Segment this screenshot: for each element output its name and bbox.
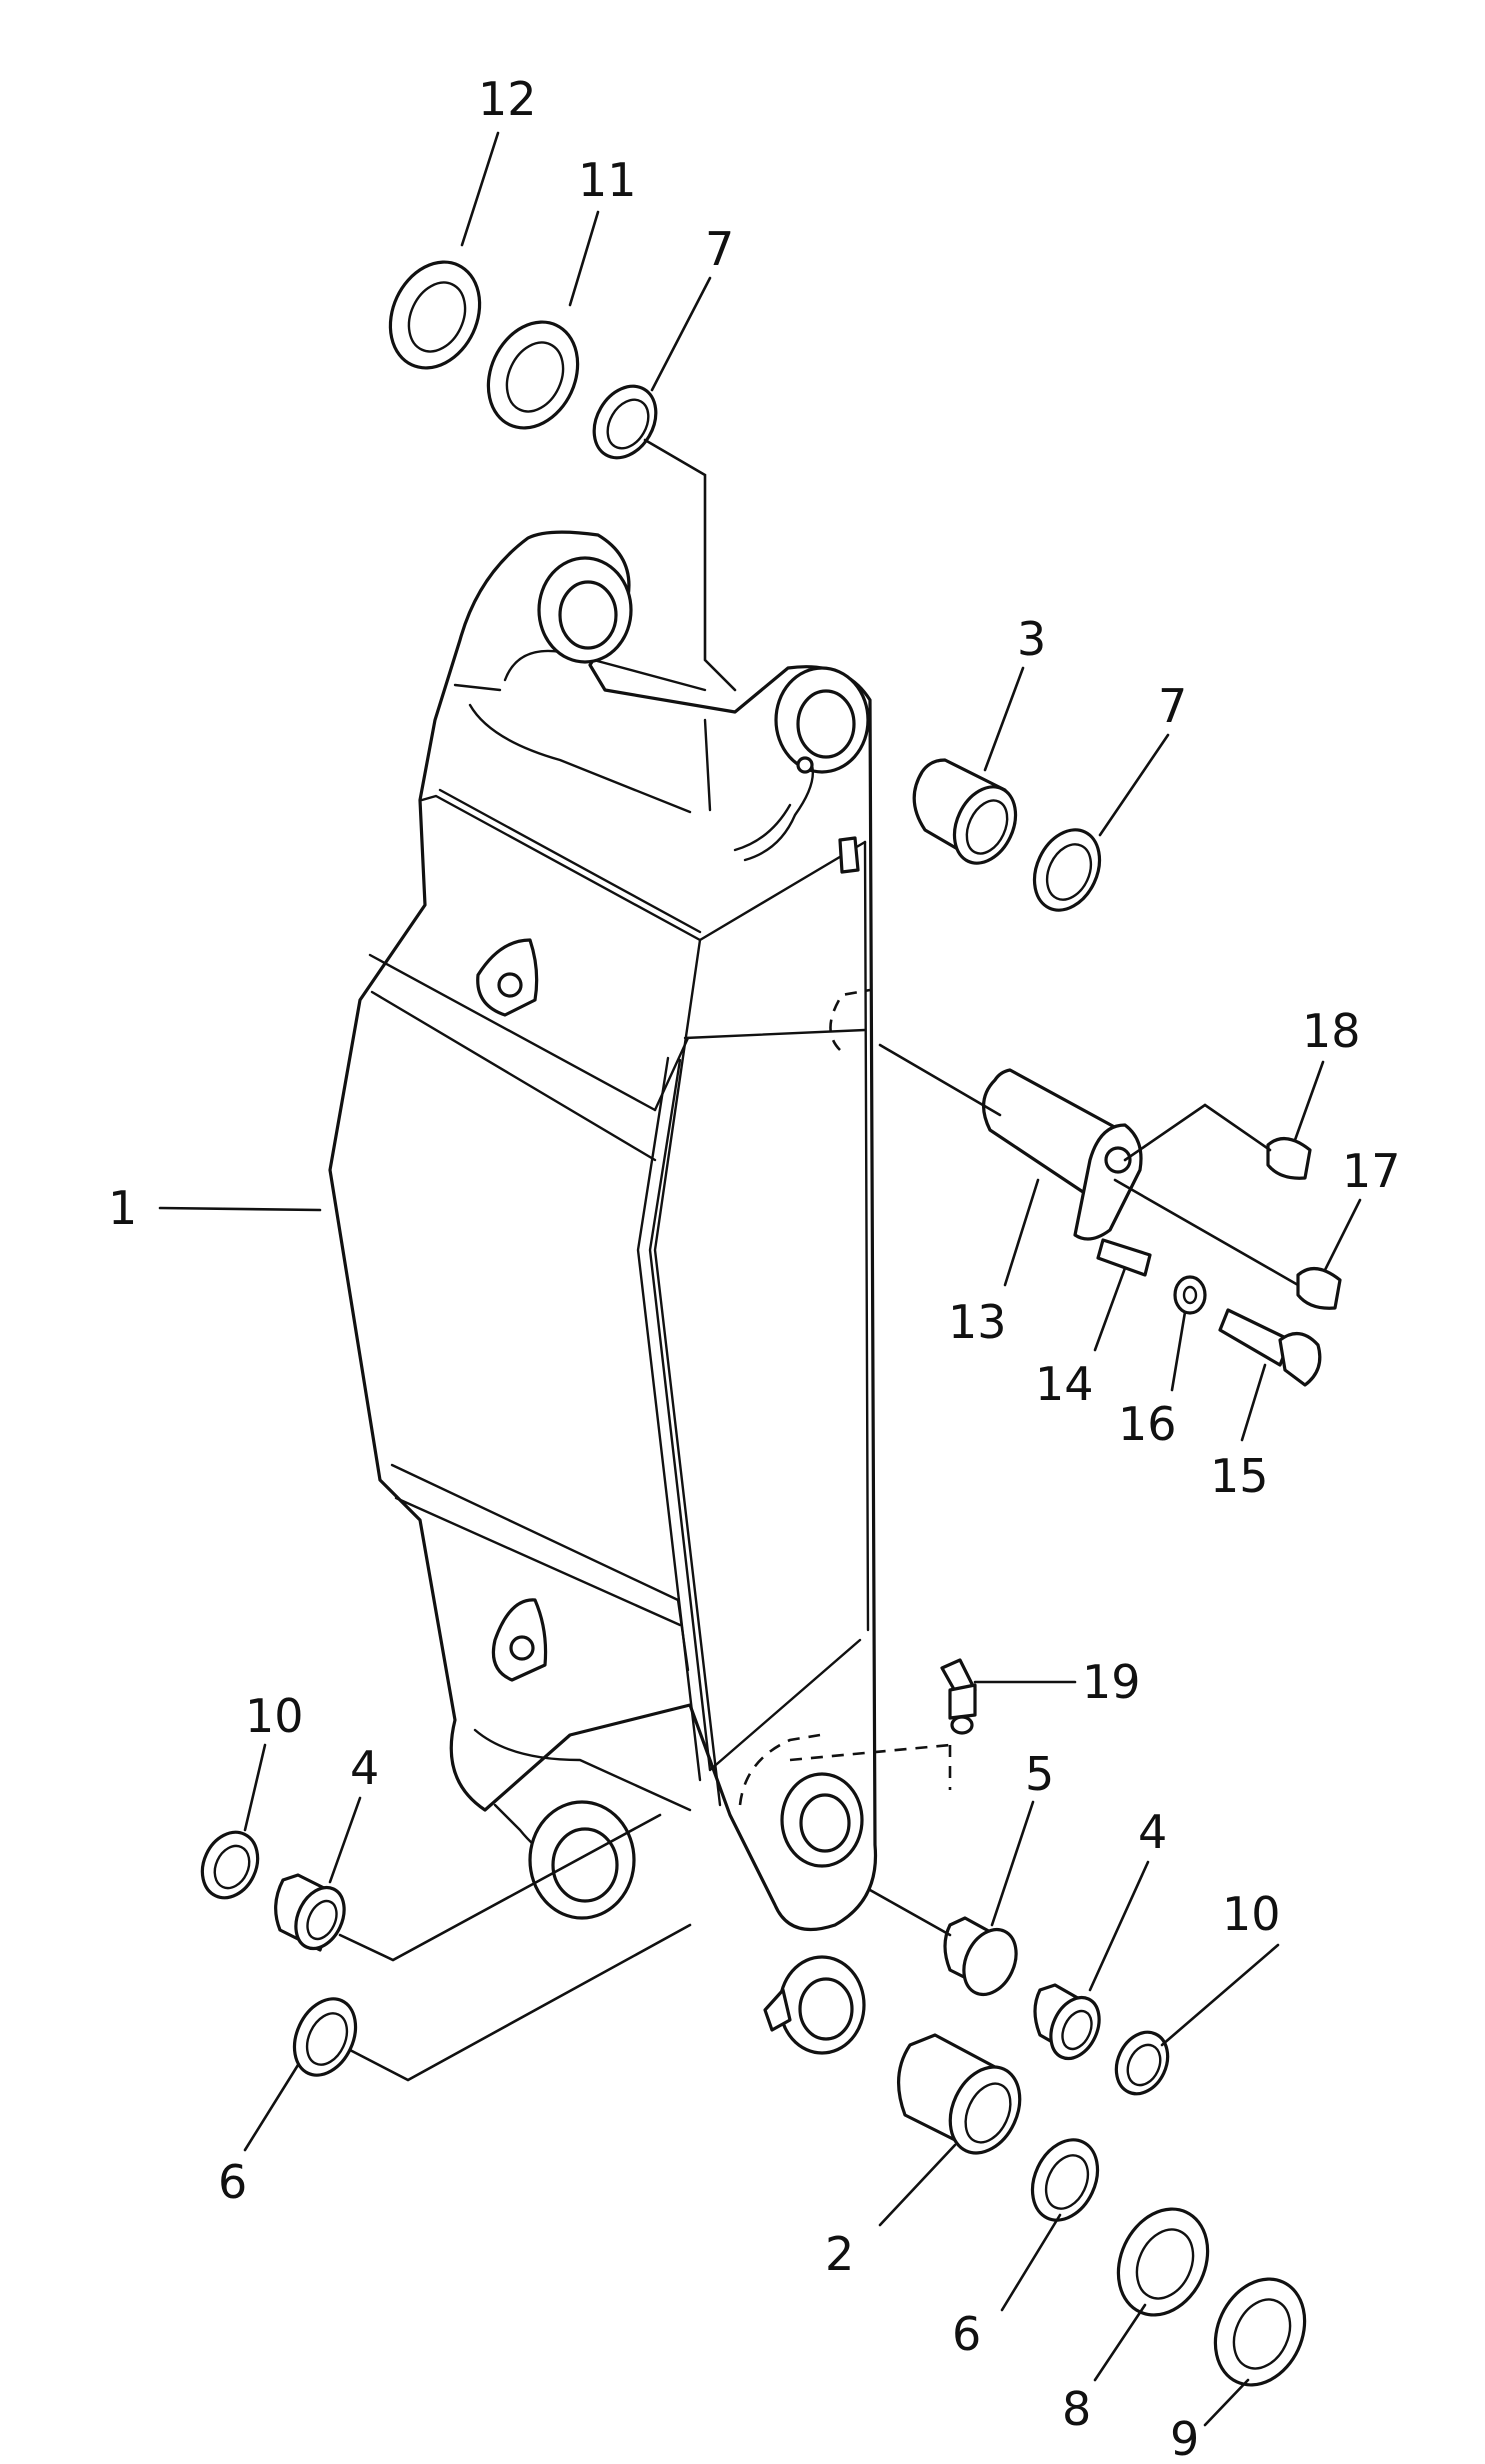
- callout-2: 2: [825, 2227, 854, 2281]
- callout-3: 3: [1017, 612, 1046, 666]
- callout-16: 16: [1118, 1397, 1177, 1451]
- seal-7-right: [1032, 828, 1102, 912]
- plug-18: [1266, 1137, 1312, 1180]
- callout-1: 1: [108, 1181, 137, 1235]
- callout-6-left: 6: [218, 2155, 247, 2209]
- washer-11: [486, 320, 580, 430]
- callout-15: 15: [1210, 1449, 1269, 1503]
- callout-17: 17: [1342, 1144, 1401, 1198]
- callout-18: 18: [1302, 1004, 1361, 1058]
- plate-14: [1096, 1238, 1152, 1277]
- washer-16: [1173, 1275, 1207, 1315]
- bolt-15: [1218, 1308, 1322, 1387]
- grease-fitting-19: [940, 1658, 977, 1735]
- callout-13: 13: [948, 1295, 1007, 1349]
- plug-17: [1296, 1267, 1342, 1310]
- callout-7-top: 7: [705, 222, 734, 276]
- callout-11: 11: [578, 153, 637, 207]
- callout-10-left: 10: [245, 1689, 304, 1743]
- callout-8: 8: [1062, 2382, 1091, 2436]
- bushing-3: [912, 758, 1018, 865]
- shim-9: [1213, 2277, 1307, 2387]
- callout-4-right: 4: [1138, 1805, 1167, 1859]
- seal-10-right: [1114, 2030, 1170, 2096]
- callout-5: 5: [1025, 1747, 1054, 1801]
- bushing-4-left: [274, 1873, 346, 1952]
- callout-9: 9: [1170, 2412, 1199, 2464]
- callout-19: 19: [1082, 1655, 1141, 1709]
- seal-7-top: [592, 384, 658, 460]
- bushing-5: [943, 1916, 1018, 1997]
- seal-6-left: [292, 1997, 358, 2077]
- callout-12: 12: [478, 72, 537, 126]
- callout-labels: 12 11 7 3 7 18 17 1 13 14 16 15 19 10 4 …: [108, 72, 1401, 2464]
- callout-6-right: 6: [952, 2307, 981, 2361]
- arm-body: [328, 530, 952, 2055]
- callout-leaders: [158, 131, 1362, 2427]
- assembly-lines: [338, 438, 1300, 2082]
- shim-8: [1116, 2207, 1210, 2317]
- callout-14: 14: [1035, 1357, 1094, 1411]
- callout-7-right: 7: [1158, 679, 1187, 733]
- callout-10-right: 10: [1222, 1887, 1281, 1941]
- pin-13: [982, 1068, 1143, 1241]
- callout-4-left: 4: [350, 1741, 379, 1795]
- seal-10-left: [200, 1830, 260, 1900]
- seal-6-right: [1030, 2138, 1100, 2222]
- bushing-2: [896, 2033, 1022, 2155]
- washer-12: [388, 260, 482, 370]
- bushing-4-right: [1033, 1983, 1101, 2061]
